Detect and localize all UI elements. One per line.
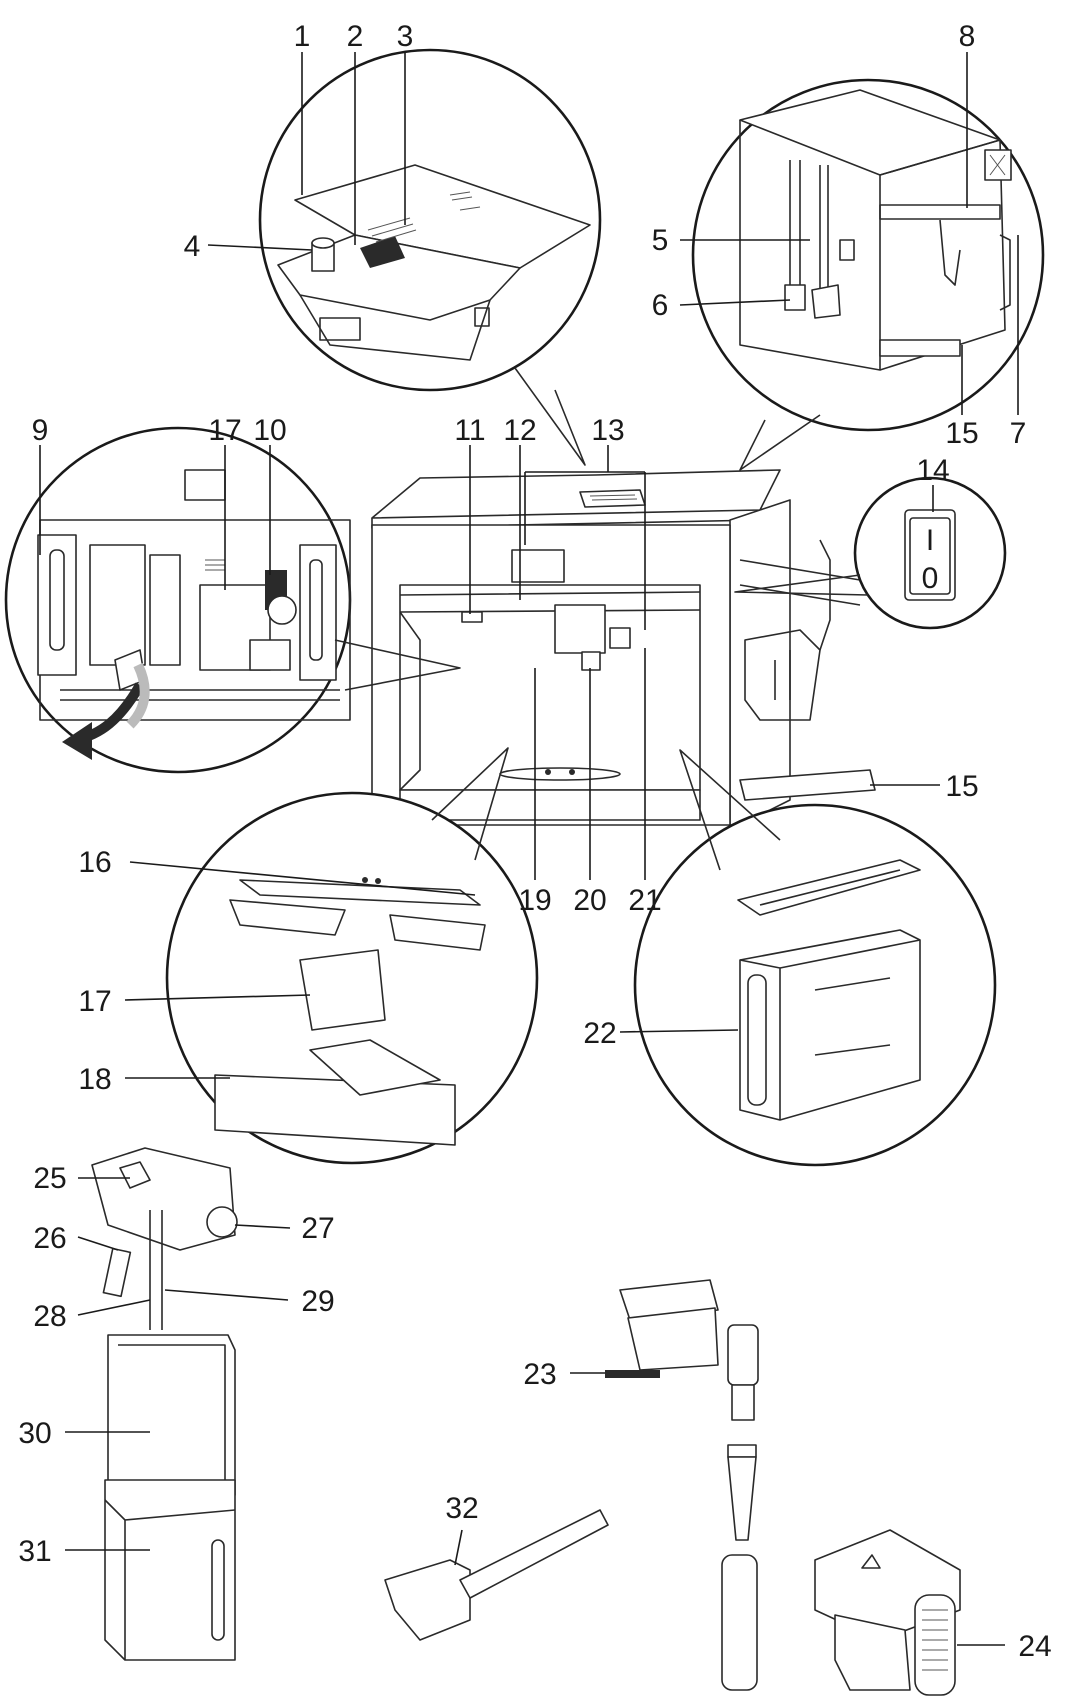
callout-labels: 1 2 3 4 5 6 7 8 9 10 11 12 13 14 15 15 1… (18, 20, 1051, 1663)
detail-circle-drip-tray (165, 791, 539, 1165)
callout-21: 21 (628, 884, 661, 917)
callout-5: 5 (652, 224, 669, 257)
callout-16: 16 (78, 846, 111, 879)
callout-15-side: 15 (945, 770, 978, 803)
detail-circle-water-connection (691, 78, 1045, 432)
detail-circle-brew-unit (4, 426, 352, 774)
callout-10: 10 (253, 414, 286, 447)
detail-pointer-top-right (739, 414, 821, 471)
callout-23: 23 (523, 1358, 556, 1391)
detail-pointer-top-left (514, 367, 586, 466)
callout-11: 11 (454, 414, 485, 447)
callout-22: 22 (583, 1017, 616, 1050)
coffee-machine-body (371, 469, 876, 831)
detail-pointer-switch (734, 574, 869, 596)
callout-32: 32 (445, 1492, 478, 1525)
measuring-spoon (384, 1509, 609, 1641)
callout-6: 6 (652, 289, 669, 322)
callout-18: 18 (78, 1063, 111, 1096)
callout-27: 27 (301, 1212, 334, 1245)
callout-17-bottom: 17 (78, 985, 111, 1018)
callout-12: 12 (503, 414, 536, 447)
callout-13: 13 (591, 414, 624, 447)
switch-on-mark: I (926, 524, 934, 557)
detail-pointer-bottom-center (431, 747, 509, 861)
callout-1: 1 (294, 20, 311, 53)
callout-17-top: 17 (208, 414, 241, 447)
callout-29: 29 (301, 1285, 334, 1318)
cleaning-cartridge (814, 1529, 961, 1696)
callout-3: 3 (397, 20, 414, 53)
callout-20: 20 (573, 884, 606, 917)
callout-28: 28 (33, 1300, 66, 1333)
callout-24: 24 (1018, 1630, 1051, 1663)
callout-30: 30 (18, 1417, 51, 1450)
callout-15-top: 15 (945, 417, 978, 450)
callout-14: 14 (916, 454, 949, 487)
switch-off-mark: 0 (922, 562, 939, 595)
detail-circle-bean-container (258, 48, 602, 392)
callout-25: 25 (33, 1162, 66, 1195)
callout-31: 31 (18, 1535, 51, 1568)
detail-pointer-bottom-right (679, 749, 781, 871)
detail-circle-water-tank (633, 803, 997, 1167)
callout-8: 8 (959, 20, 976, 53)
milk-spout-assembly (605, 1279, 759, 1691)
callout-7: 7 (1010, 417, 1027, 450)
callout-19: 19 (518, 884, 551, 917)
leader-lines (39, 52, 1019, 1646)
milk-container-assembly (91, 1147, 238, 1661)
detail-circle-power-switch: I 0 (853, 476, 1007, 630)
callout-26: 26 (33, 1222, 66, 1255)
callout-2: 2 (347, 20, 364, 53)
callout-4: 4 (184, 230, 201, 263)
callout-9: 9 (32, 414, 49, 447)
detail-pointer-left (334, 639, 461, 691)
